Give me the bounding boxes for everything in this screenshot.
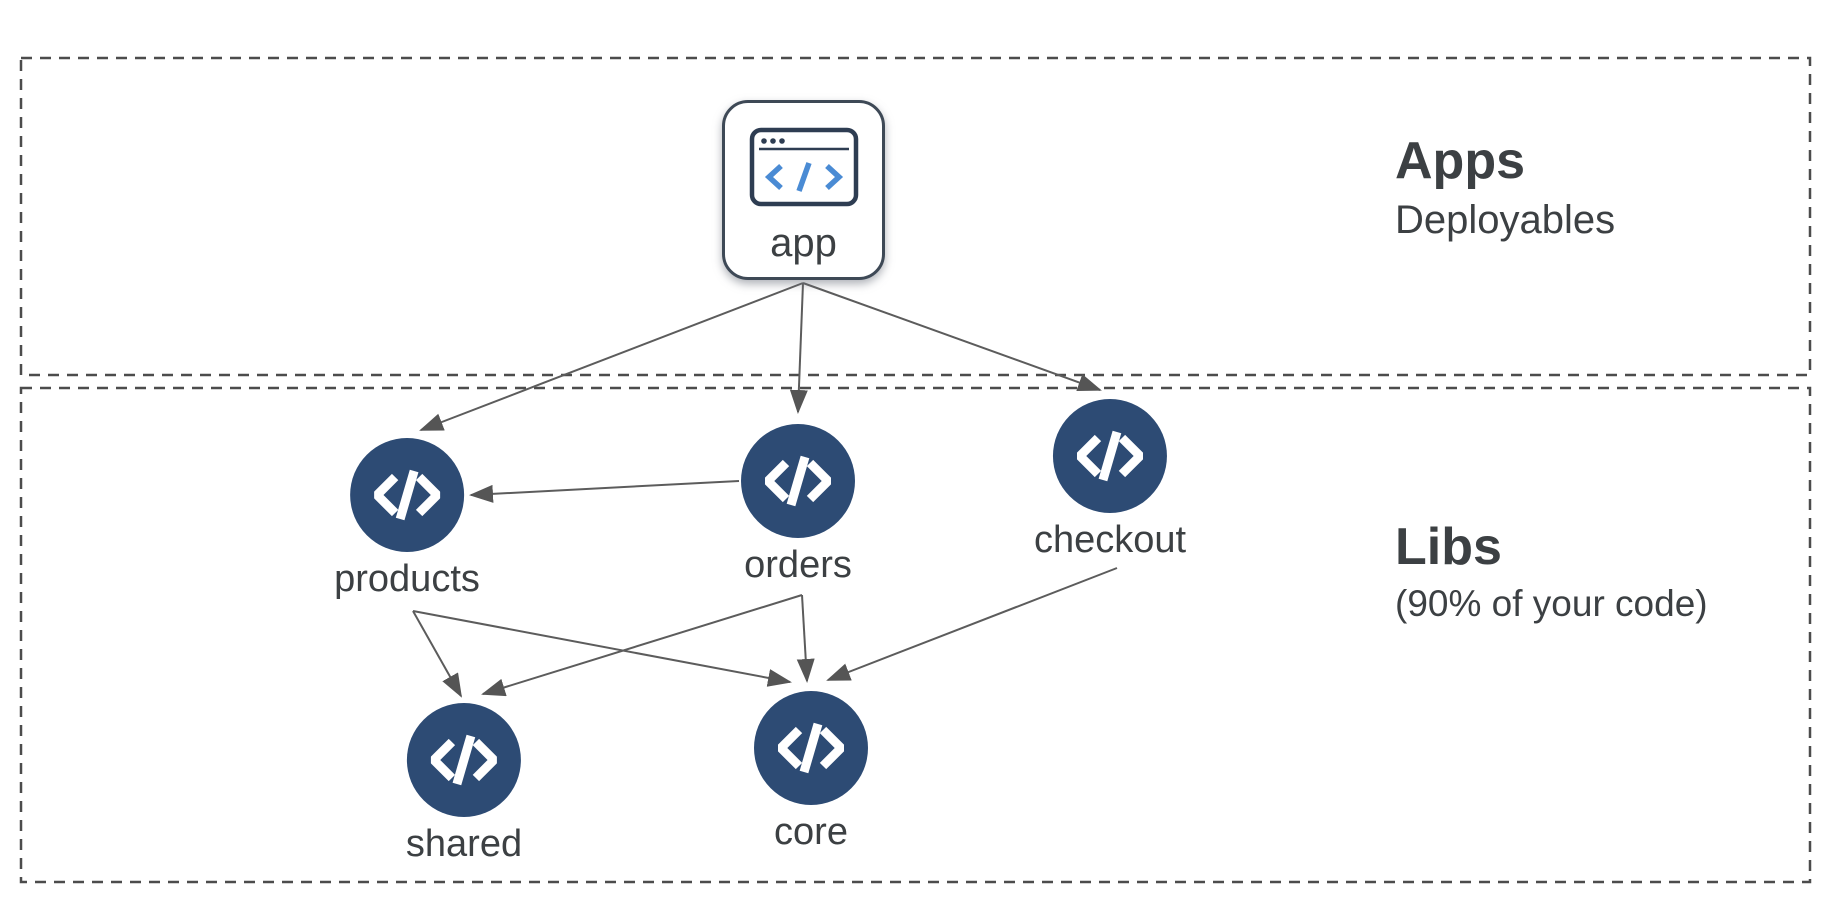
code-icon <box>406 703 521 817</box>
code-icon <box>1053 399 1167 513</box>
node-app-label: app <box>770 221 837 265</box>
libs-section-subtitle: (90% of your code) <box>1395 582 1708 624</box>
node-core: core <box>754 691 868 854</box>
edge-orders-products <box>469 480 740 503</box>
edge-app-orders <box>789 282 808 414</box>
node-products-label: products <box>334 558 480 600</box>
libs-section-title: Libs <box>1395 518 1502 576</box>
edge-app-checkout <box>802 282 1102 392</box>
node-orders-label: orders <box>744 544 852 586</box>
node-core-label: core <box>774 811 848 853</box>
node-shared-label: shared <box>405 823 523 865</box>
apps-section-subtitle: Deployables <box>1395 197 1616 242</box>
edge-products-core <box>412 610 792 687</box>
browser-code-icon <box>749 127 858 207</box>
edge-checkout-core <box>826 567 1118 681</box>
node-products: products <box>334 438 480 601</box>
apps-section-box <box>19 56 1812 377</box>
edge-app-products <box>419 282 804 431</box>
node-orders: orders <box>741 424 855 587</box>
libs-section-box <box>19 386 1812 884</box>
node-app: app <box>722 100 885 280</box>
code-icon <box>741 424 855 538</box>
edge-orders-shared <box>481 594 803 697</box>
code-icon <box>754 691 868 805</box>
libs-section-label: Libs (90% of your code) <box>1395 520 1708 624</box>
node-shared: shared <box>406 703 522 866</box>
node-checkout: checkout <box>1034 399 1186 562</box>
edge-products-shared <box>412 610 462 698</box>
node-checkout-label: checkout <box>1033 519 1187 561</box>
edge-orders-core <box>796 594 815 683</box>
code-icon <box>350 438 464 552</box>
apps-section-title: Apps <box>1395 132 1525 190</box>
apps-section-label: Apps Deployables <box>1395 134 1615 242</box>
